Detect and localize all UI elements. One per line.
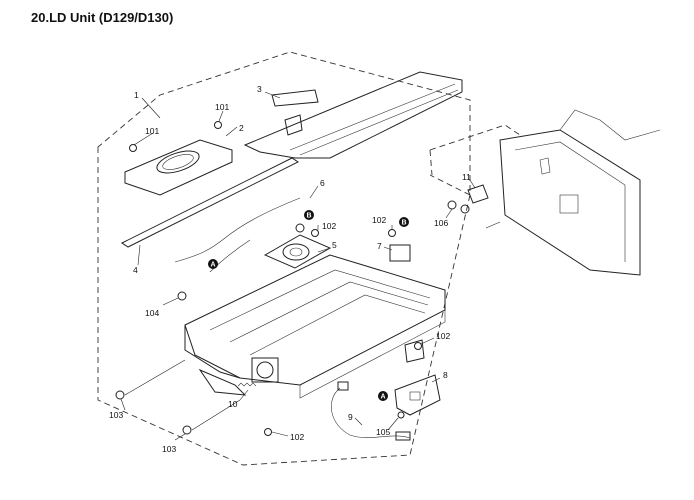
callout-102-a: 102 xyxy=(322,221,336,231)
holder xyxy=(467,184,489,204)
callout-105: 105 xyxy=(376,427,390,437)
assembly-boundary xyxy=(97,51,471,466)
callout-102-c: 102 xyxy=(436,331,450,341)
side-frame xyxy=(499,109,661,276)
callout-3: 3 xyxy=(257,84,262,94)
bracket xyxy=(389,244,411,262)
label-sheet xyxy=(271,89,319,107)
badge-b-right: B xyxy=(399,217,409,227)
callout-5: 5 xyxy=(332,240,337,250)
harness-wire xyxy=(174,197,301,263)
callout-8: 8 xyxy=(443,370,448,380)
screws xyxy=(115,121,470,436)
callout-106: 106 xyxy=(434,218,448,228)
callout-101-b: 101 xyxy=(145,126,159,136)
callout-11: 11 xyxy=(462,172,471,182)
ld-board xyxy=(394,374,441,416)
callout-104: 104 xyxy=(145,308,159,318)
callout-103-b: 103 xyxy=(162,444,176,454)
callout-103-a: 103 xyxy=(109,410,123,420)
spring xyxy=(237,382,257,387)
callout-7: 7 xyxy=(377,241,382,251)
callout-102-d: 102 xyxy=(290,432,304,442)
top-cover xyxy=(243,71,463,159)
badge-a-left: A xyxy=(208,259,218,269)
callout-2: 2 xyxy=(239,123,244,133)
svg-text:A: A xyxy=(381,394,386,401)
svg-text:A: A xyxy=(211,262,216,269)
ld-base-housing xyxy=(184,254,446,399)
bracket-small xyxy=(404,339,425,363)
detail-boundary xyxy=(429,124,521,196)
svg-text:B: B xyxy=(402,220,407,227)
callout-9: 9 xyxy=(348,412,353,422)
long-shaft xyxy=(121,157,299,248)
callout-102-b: 102 xyxy=(372,215,386,225)
svg-text:B: B xyxy=(307,213,312,220)
callout-6: 6 xyxy=(320,178,325,188)
callout-10: 10 xyxy=(228,399,238,409)
callout-4: 4 xyxy=(133,265,138,275)
callout-1: 1 xyxy=(134,90,139,100)
page-title: 20.LD Unit (D129/D130) xyxy=(31,10,174,25)
leader-lines xyxy=(120,91,476,441)
callout-101-a: 101 xyxy=(215,102,229,112)
badge-a-right: A xyxy=(378,391,388,401)
badge-b-upper: B xyxy=(304,210,314,220)
cover-plate xyxy=(124,139,233,196)
